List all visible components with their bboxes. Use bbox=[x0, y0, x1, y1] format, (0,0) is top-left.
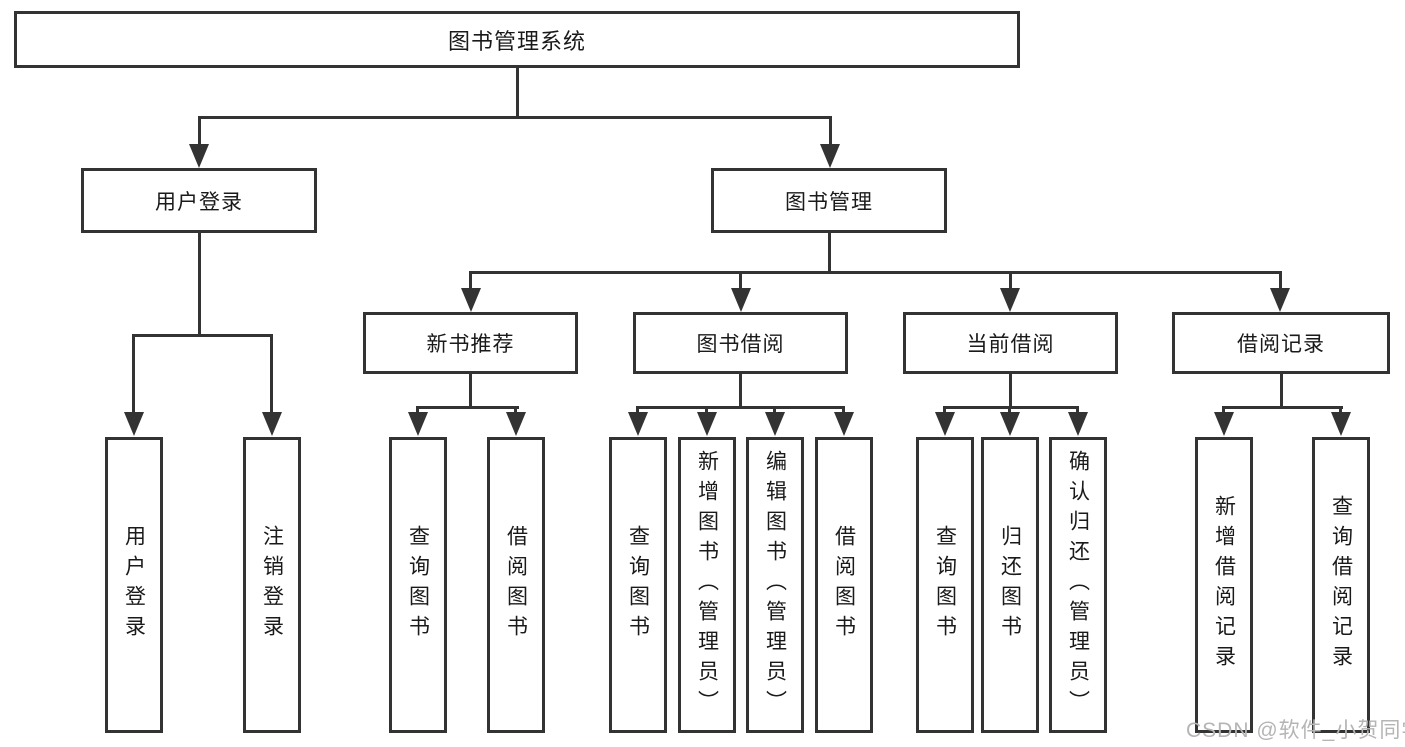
leaf-add-book-admin: 新增图书（管理员） bbox=[678, 437, 736, 733]
connector-user-login-split bbox=[132, 334, 273, 337]
node-borrow-records-label: 借阅记录 bbox=[1237, 333, 1325, 356]
arrow-down-icon bbox=[506, 412, 526, 436]
connector-user-login-trunk bbox=[198, 233, 201, 337]
leaf-edit-book-admin-label: 编辑图书（管理员） bbox=[763, 450, 787, 720]
connector-records-split bbox=[1222, 406, 1343, 409]
node-current-borrow-label: 当前借阅 bbox=[966, 333, 1055, 356]
arrow-down-icon bbox=[124, 412, 144, 436]
connector-user-login-drop-1 bbox=[132, 334, 135, 414]
node-current-borrow: 当前借阅 bbox=[903, 312, 1118, 374]
connector-root-trunk bbox=[516, 68, 519, 118]
leaf-query-books-borrow: 查询图书 bbox=[609, 437, 667, 733]
leaf-logout-label: 注销登录 bbox=[260, 525, 284, 645]
connector-root-split bbox=[198, 116, 832, 119]
connector-borrow-drop-1 bbox=[636, 406, 639, 416]
leaf-edit-book-admin: 编辑图书（管理员） bbox=[746, 437, 804, 733]
arrow-down-icon bbox=[834, 412, 854, 436]
connector-l3-drop-1 bbox=[469, 271, 472, 291]
leaf-borrow-books-borrow-label: 借阅图书 bbox=[832, 525, 856, 645]
arrow-down-icon bbox=[820, 144, 840, 168]
arrow-down-icon bbox=[1000, 412, 1020, 436]
leaf-query-books-borrow-label: 查询图书 bbox=[626, 525, 650, 645]
connector-records-drop-1 bbox=[1222, 406, 1225, 416]
connector-root-right-drop bbox=[829, 116, 832, 148]
arrow-down-icon bbox=[765, 412, 785, 436]
connector-l3-drop-3 bbox=[1009, 271, 1012, 291]
node-new-book-recommend-label: 新书推荐 bbox=[426, 333, 515, 356]
connector-current-split bbox=[943, 406, 1079, 409]
connector-book-management-trunk bbox=[828, 233, 831, 274]
connector-user-login-drop-2 bbox=[270, 334, 273, 414]
connector-records-trunk bbox=[1280, 374, 1283, 408]
connector-root-left-drop bbox=[198, 116, 201, 148]
node-book-management: 图书管理 bbox=[711, 168, 947, 233]
arrow-down-icon bbox=[697, 412, 717, 436]
connector-borrow-drop-4 bbox=[842, 406, 845, 416]
arrow-down-icon bbox=[731, 288, 751, 312]
connector-borrow-drop-3 bbox=[773, 406, 776, 416]
arrow-down-icon bbox=[935, 412, 955, 436]
node-root: 图书管理系统 bbox=[14, 11, 1020, 68]
arrow-down-icon bbox=[461, 288, 481, 312]
leaf-query-borrow-record: 查询借阅记录 bbox=[1312, 437, 1370, 733]
arrow-down-icon bbox=[1068, 412, 1088, 436]
arrow-down-icon bbox=[262, 412, 282, 436]
leaf-add-borrow-record-label: 新增借阅记录 bbox=[1212, 495, 1236, 675]
leaf-borrow-books-borrow: 借阅图书 bbox=[815, 437, 873, 733]
node-borrow-records: 借阅记录 bbox=[1172, 312, 1390, 374]
leaf-user-login-label: 用户登录 bbox=[122, 525, 146, 645]
connector-l3-drop-2 bbox=[739, 271, 742, 291]
leaf-confirm-return-admin-label: 确认归还（管理员） bbox=[1066, 450, 1090, 720]
node-user-login-label: 用户登录 bbox=[155, 190, 243, 214]
connector-l3-drop-4 bbox=[1279, 271, 1282, 291]
connector-recommend-split bbox=[416, 406, 519, 409]
connector-current-drop-3 bbox=[1076, 406, 1079, 416]
leaf-add-borrow-record: 新增借阅记录 bbox=[1195, 437, 1253, 733]
leaf-add-book-admin-label: 新增图书（管理员） bbox=[695, 450, 719, 720]
connector-borrow-drop-2 bbox=[705, 406, 708, 416]
leaf-borrow-books-recommend: 借阅图书 bbox=[487, 437, 545, 733]
connector-current-trunk bbox=[1009, 374, 1012, 408]
arrow-down-icon bbox=[408, 412, 428, 436]
leaf-return-book-label: 归还图书 bbox=[998, 525, 1022, 645]
connector-current-drop-1 bbox=[943, 406, 946, 416]
connector-recommend-trunk bbox=[469, 374, 472, 408]
arrow-down-icon bbox=[189, 144, 209, 168]
leaf-query-borrow-record-label: 查询借阅记录 bbox=[1329, 495, 1353, 675]
connector-book-management-split bbox=[469, 271, 1282, 274]
watermark-text: CSDN @软件_小贺同学 bbox=[1186, 719, 1405, 742]
node-user-login: 用户登录 bbox=[81, 168, 317, 233]
arrow-down-icon bbox=[1331, 412, 1351, 436]
arrow-down-icon bbox=[1214, 412, 1234, 436]
leaf-query-books-current-label: 查询图书 bbox=[933, 525, 957, 645]
leaf-return-book: 归还图书 bbox=[981, 437, 1039, 733]
connector-recommend-drop-1 bbox=[416, 406, 419, 416]
leaf-borrow-books-recommend-label: 借阅图书 bbox=[504, 525, 528, 645]
connector-current-drop-2 bbox=[1008, 406, 1011, 416]
leaf-query-books-current: 查询图书 bbox=[916, 437, 974, 733]
leaf-confirm-return-admin: 确认归还（管理员） bbox=[1049, 437, 1107, 733]
arrow-down-icon bbox=[628, 412, 648, 436]
connector-records-drop-2 bbox=[1339, 406, 1342, 416]
node-new-book-recommend: 新书推荐 bbox=[363, 312, 578, 374]
node-book-borrow-label: 图书借阅 bbox=[696, 333, 785, 356]
connector-borrow-trunk bbox=[739, 374, 742, 408]
arrow-down-icon bbox=[1270, 288, 1290, 312]
node-book-management-label: 图书管理 bbox=[785, 190, 873, 214]
connector-borrow-split bbox=[636, 406, 845, 409]
leaf-logout: 注销登录 bbox=[243, 437, 301, 733]
arrow-down-icon bbox=[1000, 288, 1020, 312]
leaf-user-login: 用户登录 bbox=[105, 437, 163, 733]
connector-recommend-drop-2 bbox=[514, 406, 517, 416]
node-book-borrow: 图书借阅 bbox=[633, 312, 848, 374]
node-root-label: 图书管理系统 bbox=[447, 28, 586, 54]
leaf-query-books-recommend: 查询图书 bbox=[389, 437, 447, 733]
leaf-query-books-recommend-label: 查询图书 bbox=[406, 525, 430, 645]
